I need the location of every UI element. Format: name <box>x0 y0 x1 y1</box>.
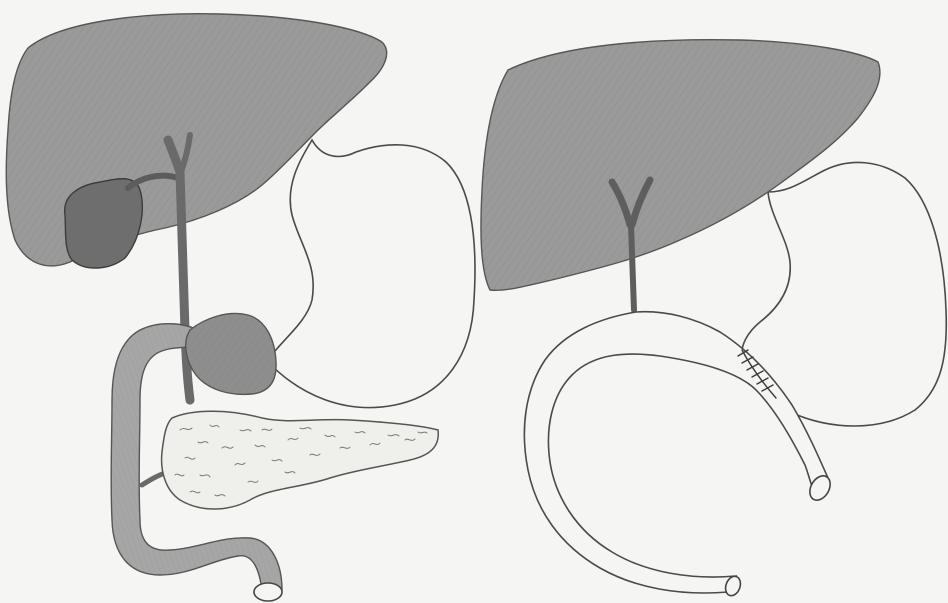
left-panel <box>6 14 475 601</box>
left-pancreas <box>162 411 439 509</box>
left-stomach <box>268 140 475 408</box>
right-panel <box>481 40 946 598</box>
left-jejunum-lumen <box>254 583 282 601</box>
left-gallbladder <box>65 179 143 268</box>
